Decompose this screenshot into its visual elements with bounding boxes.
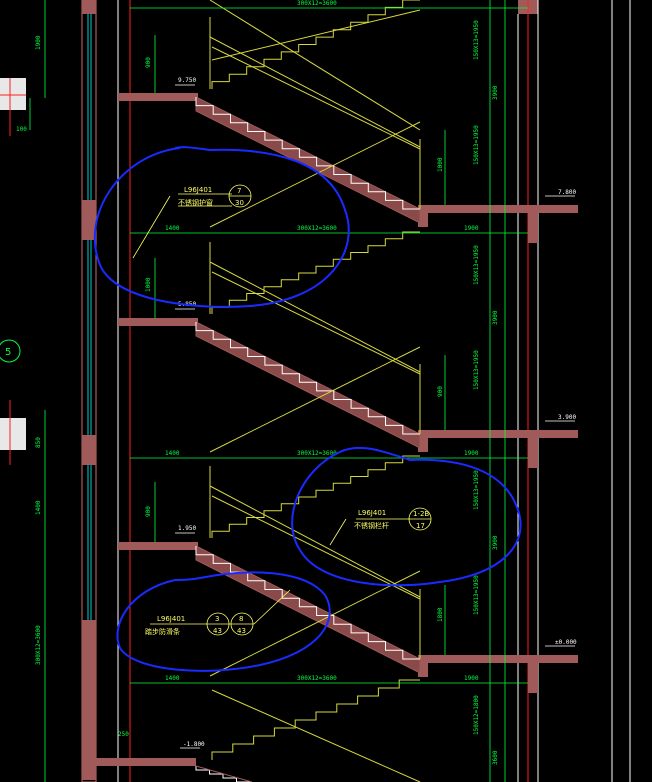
level-mid3: -1.800 <box>183 741 205 748</box>
dim-left-col-b: 1400 <box>35 500 42 515</box>
callout-a-note: 不锈钢护窗 <box>178 198 213 207</box>
callout-b-sym-top: 1-2B <box>413 510 429 518</box>
cut-flight-slab <box>195 545 421 674</box>
level-l1: 7.800 <box>558 189 576 196</box>
dim-floor-1: 3900 <box>492 85 499 100</box>
callout-a-sym-top: 7 <box>237 187 241 195</box>
visible-flight-steps <box>211 455 420 538</box>
axis-label: 5 <box>5 347 11 358</box>
dim-small-b: 250 <box>118 731 129 738</box>
dim-rail-1: 900 <box>145 57 152 68</box>
callout-c-sym2-bottom: 43 <box>237 627 246 635</box>
dim-floor-2: 3900 <box>492 310 499 325</box>
visible-flight-soffit <box>211 271 421 375</box>
dim-rail-3: 900 <box>145 506 152 517</box>
level-mid2: 1.950 <box>178 525 196 532</box>
level-markers <box>175 84 575 749</box>
left-detail <box>0 78 26 465</box>
dimension-texts: 300X12=3600 300X12=3600 300X12=3600 300X… <box>16 0 499 765</box>
dim-left-1: 1400 <box>165 225 180 232</box>
dim-riser-6: 150X13=1950 <box>473 575 480 615</box>
dim-right-3: 1900 <box>464 675 479 682</box>
dim-riser-1: 150X13=1950 <box>473 20 480 60</box>
dim-riser-4: 150X13=1950 <box>473 350 480 390</box>
dim-rail-6: 1800 <box>437 607 444 622</box>
dim-flight-4: 300X12=3600 <box>297 675 337 682</box>
dim-left-col-d: 850 <box>35 437 42 448</box>
dim-right-1: 1900 <box>464 225 479 232</box>
stair-handrails <box>209 0 421 782</box>
annotation-ellipse-c <box>116 571 331 672</box>
axis-bubble <box>0 339 21 363</box>
level-l3: ±0.000 <box>555 639 577 646</box>
visible-flight-steps <box>211 231 420 314</box>
dim-left-3: 1400 <box>165 675 180 682</box>
cut-flight-slab <box>195 96 421 224</box>
dim-left-2: 1400 <box>165 450 180 457</box>
stair-flights <box>195 0 421 782</box>
annotation-ellipse-a <box>93 146 350 308</box>
dim-riser-3: 150X13=1950 <box>473 245 480 285</box>
cut-flight-steps <box>195 97 420 210</box>
callout-c-sym1-top: 3 <box>215 615 219 623</box>
callout-b-note: 不锈钢栏杆 <box>354 521 389 530</box>
bottom-visible-steps <box>211 679 420 760</box>
callout-a-sym-bottom: 30 <box>235 199 244 207</box>
floor-slabs <box>96 93 578 766</box>
callout-c-ref: L96J401 <box>157 615 185 623</box>
dim-floor-3: 3900 <box>492 535 499 550</box>
left-wall <box>81 0 131 782</box>
dim-flight-1: 300X12=3600 <box>297 0 337 7</box>
annotation-ellipse-b <box>291 446 522 587</box>
dim-rail-2: 1000 <box>145 277 152 292</box>
callout-c-sym1-bottom: 43 <box>213 627 222 635</box>
dim-floor-4: 3600 <box>492 750 499 765</box>
handrail-up <box>209 570 421 677</box>
dimension-lines <box>29 0 528 782</box>
hand-drawn-annotations <box>93 146 522 672</box>
dim-flight-3: 300X12=3600 <box>297 450 337 457</box>
handrail-up <box>209 346 421 453</box>
dim-right-2: 1900 <box>464 450 479 457</box>
level-l2: 3.900 <box>558 414 576 421</box>
dim-small-a: 100 <box>16 126 27 133</box>
callout-b-sym-bottom: 17 <box>416 522 425 530</box>
dim-left-col-c: 300X12=3600 <box>35 625 42 665</box>
cut-flight-slab <box>195 321 421 449</box>
right-wall <box>517 0 631 782</box>
top-partial-rail <box>209 0 421 131</box>
cut-flight-steps <box>195 546 420 660</box>
visible-flight-steps <box>211 0 420 89</box>
dim-rail-5: 900 <box>437 386 444 397</box>
dim-riser-7: 150X12=1800 <box>473 695 480 735</box>
dim-left-col-a: 1900 <box>35 35 42 50</box>
visible-flight-soffit <box>211 495 421 600</box>
level-top-mid: 9.750 <box>178 77 196 84</box>
callout-b: L96J401 不锈钢栏杆 1-2B 17 <box>329 507 432 546</box>
dim-flight-2: 300X12=3600 <box>297 225 337 232</box>
bottom-rail <box>211 689 421 782</box>
visible-flight-soffit <box>211 46 421 150</box>
dim-riser-5: 150X13=1950 <box>473 470 480 510</box>
callout-b-ref: L96J401 <box>358 509 386 517</box>
callout-c-note: 踏步防滑条 <box>145 627 180 636</box>
handrail-up <box>209 121 421 228</box>
callout-c-sym2-top: 8 <box>239 615 243 623</box>
callout-a-ref: L96J401 <box>184 186 212 194</box>
callout-c: L96J401 踏步防滑条 3 43 8 43 <box>145 589 291 636</box>
dim-riser-2: 150X13=1950 <box>473 125 480 165</box>
bottom-partial-slab <box>195 765 253 782</box>
cut-flight-steps <box>195 322 420 435</box>
dim-rail-4: 1000 <box>437 157 444 172</box>
top-partial-rail-up <box>211 9 421 61</box>
callout-a: L96J401 不锈钢护窗 7 30 <box>132 184 252 259</box>
